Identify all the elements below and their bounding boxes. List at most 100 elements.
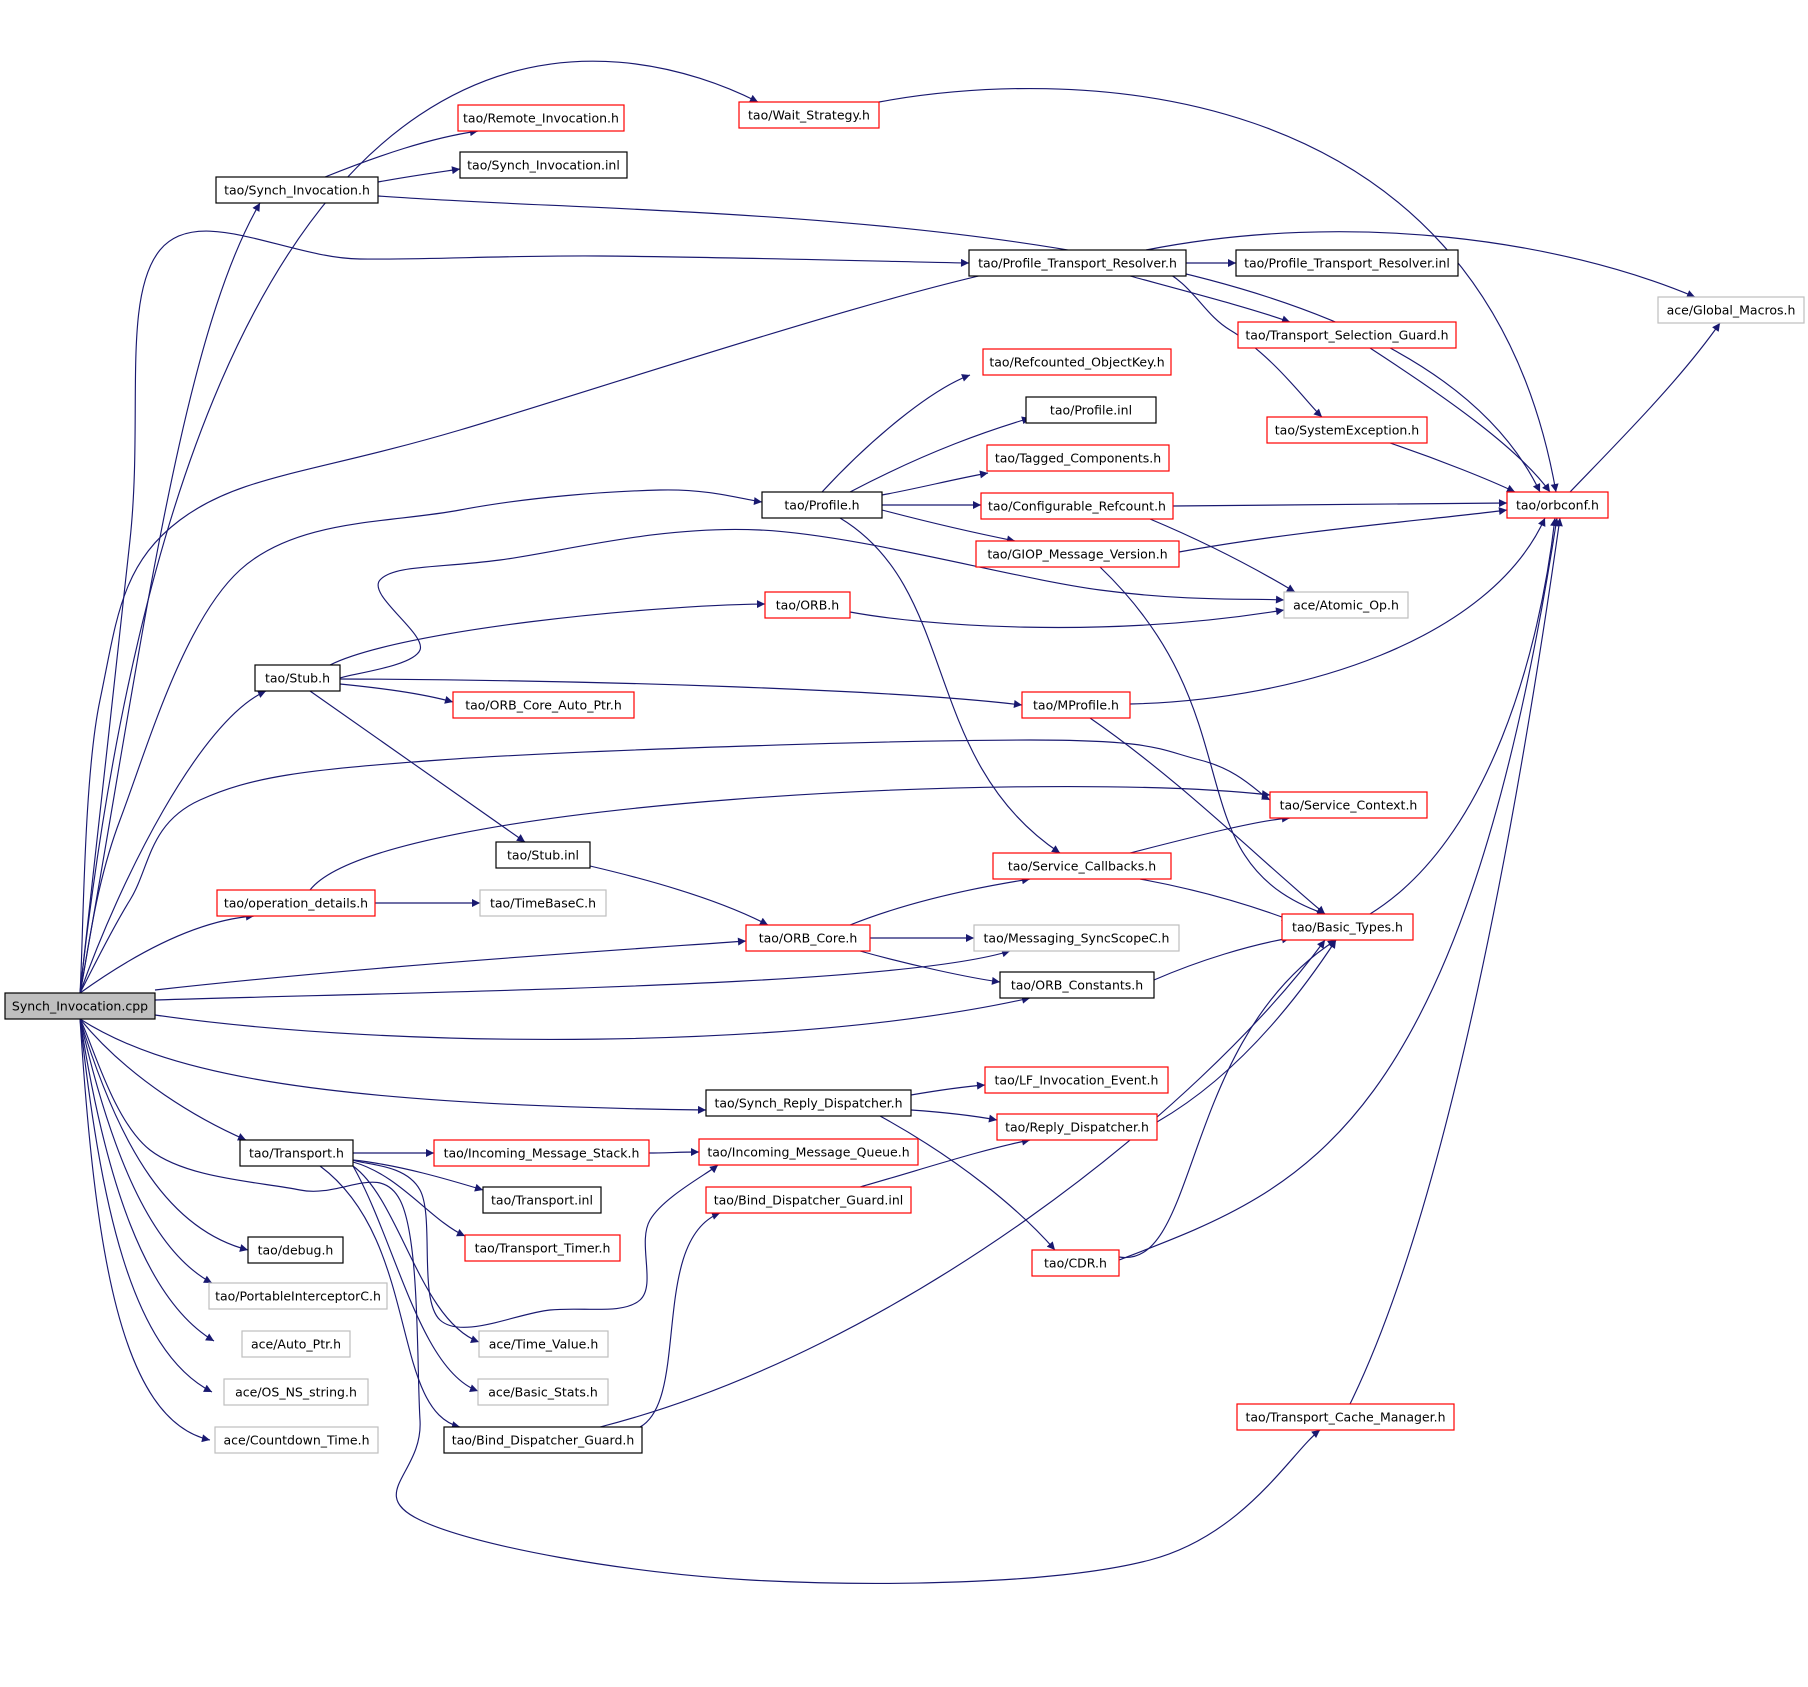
node-label: tao/Profile_Transport_Resolver.h [978,256,1177,271]
node-wait-strategy[interactable]: tao/Wait_Strategy.h [738,101,880,129]
edge-bdg_h-to-bdg_inl [639,1212,721,1428]
node-countdown[interactable]: ace/Countdown_Time.h [214,1426,379,1454]
node-op-details[interactable]: tao/operation_details.h [216,889,376,917]
edge-orb_h-to-atomic [849,607,1285,629]
edge-ims-to-imq [648,1148,700,1157]
node-box [1283,591,1409,619]
node-box [761,491,883,519]
edge-path [839,517,1061,854]
node-transport-inl[interactable]: tao/Transport.inl [482,1186,602,1214]
node-mprofile[interactable]: tao/MProfile.h [1021,691,1131,719]
edge-root-to-sysexc [79,256,1323,994]
edge-transport_h-to-bdg_h [319,1165,461,1429]
edge-root-to-stub_h [79,690,267,994]
node-stub-h[interactable]: tao/Stub.h [254,664,341,692]
edge-path [879,1115,1056,1251]
node-orb-h[interactable]: tao/ORB.h [764,591,851,619]
edge-bdg_h-to-basic_types [599,939,1326,1428]
node-orb-consts[interactable]: tao/ORB_Constants.h [999,971,1155,999]
edge-bdg_inl-to-reply_disp [859,1137,1031,1188]
node-basic-stats[interactable]: ace/Basic_Stats.h [477,1378,609,1406]
edge-mprofile-to-orbconf [1129,517,1546,705]
node-label: ace/Countdown_Time.h [223,1433,369,1448]
edge-srd-to-cdr [879,1115,1056,1251]
node-label: ace/Global_Macros.h [1667,303,1796,318]
node-box [214,1426,379,1454]
node-bdg-h[interactable]: tao/Bind_Dispatcher_Guard.h [443,1426,643,1454]
edge-profile_h-to-ref_objkey [821,374,971,493]
node-label: tao/Stub.h [265,671,330,686]
node-auto-ptr[interactable]: ace/Auto_Ptr.h [241,1330,351,1358]
node-ims[interactable]: tao/Incoming_Message_Stack.h [433,1139,650,1167]
node-label: tao/Configurable_Refcount.h [988,499,1166,514]
node-config-ref[interactable]: tao/Configurable_Refcount.h [980,492,1174,520]
node-time-value[interactable]: ace/Time_Value.h [478,1330,609,1358]
edge-path [352,1165,479,1393]
node-timebase[interactable]: tao/TimeBaseC.h [479,889,607,917]
node-basic-types[interactable]: tao/Basic_Types.h [1281,913,1414,941]
node-global-macros[interactable]: ace/Global_Macros.h [1657,296,1805,324]
node-box [4,992,156,1020]
node-imq[interactable]: tao/Incoming_Message_Queue.h [698,1138,919,1166]
edge-path [339,683,454,704]
node-layer: Synch_Invocation.cpptao/Wait_Strategy.ht… [4,101,1805,1454]
edge-path [1178,507,1508,553]
edge-root-to-orb_core [154,937,747,991]
node-sysexc[interactable]: tao/SystemException.h [1266,416,1428,444]
node-cdr[interactable]: tao/CDR.h [1031,1249,1120,1277]
node-label: tao/Synch_Invocation.inl [467,158,620,173]
node-orbconf[interactable]: tao/orbconf.h [1506,491,1609,519]
node-lf-event[interactable]: tao/LF_Invocation_Event.h [984,1066,1169,1094]
edge-orbconf-to-global_macros [1569,322,1721,493]
node-messaging[interactable]: tao/Messaging_SyncScopeC.h [973,924,1180,952]
node-label: tao/ORB_Core.h [759,931,858,946]
node-ptr-h[interactable]: tao/Profile_Transport_Resolver.h [968,249,1187,277]
edge-path [881,470,989,496]
edge-root-to-transport_h [79,1018,247,1141]
node-profile-h[interactable]: tao/Profile.h [761,491,883,519]
node-box [992,852,1172,880]
node-transport-h[interactable]: tao/Transport.h [239,1139,354,1167]
node-stub-inl[interactable]: tao/Stub.inl [495,841,591,869]
node-box [1021,691,1131,719]
node-box [1236,1403,1455,1431]
node-box [745,924,871,952]
edge-path [79,1018,211,1443]
node-reply-disp[interactable]: tao/Reply_Dispatcher.h [996,1113,1158,1141]
edge-root-to-wait_strategy [79,60,759,994]
edge-path [79,1018,249,1252]
node-label: tao/Basic_Types.h [1292,920,1403,935]
node-tsg[interactable]: tao/Transport_Selection_Guard.h [1237,321,1457,349]
edge-synch_inv_h-to-orbconf [377,195,1541,493]
node-os-ns-string[interactable]: ace/OS_NS_string.h [223,1378,369,1406]
node-label: tao/GIOP_Message_Version.h [987,547,1167,562]
node-orb-core[interactable]: tao/ORB_Core.h [745,924,871,952]
edge-sysexc-to-orbconf [1389,442,1516,493]
node-service-ctx[interactable]: tao/Service_Context.h [1269,791,1428,819]
node-service-cb[interactable]: tao/Service_Callbacks.h [992,852,1172,880]
node-bdg-inl[interactable]: tao/Bind_Dispatcher_Guard.inl [705,1186,912,1214]
node-orb-core-auto[interactable]: tao/ORB_Core_Auto_Ptr.h [452,691,635,719]
edge-root-to-orb_consts [154,995,1031,1040]
node-box [984,1066,1169,1094]
node-synch-inv-inl[interactable]: tao/Synch_Invocation.inl [459,151,628,179]
node-remote-inv[interactable]: tao/Remote_Invocation.h [457,104,625,132]
node-ref-objkey[interactable]: tao/Refcounted_ObjectKey.h [982,348,1172,376]
node-transport-timer[interactable]: tao/Transport_Timer.h [464,1234,621,1262]
edge-giop-to-orbconf [1178,507,1508,553]
edge-stub_h-to-stub_inl [309,690,526,843]
node-tagged[interactable]: tao/Tagged_Components.h [986,444,1170,472]
node-ptr-inl[interactable]: tao/Profile_Transport_Resolver.inl [1235,249,1459,277]
edge-path [849,607,1285,629]
node-profile-inl[interactable]: tao/Profile.inl [1025,396,1157,424]
node-atomic[interactable]: ace/Atomic_Op.h [1283,591,1409,619]
node-giop[interactable]: tao/GIOP_Message_Version.h [975,540,1180,568]
node-tcm[interactable]: tao/Transport_Cache_Manager.h [1236,1403,1455,1431]
edge-path [1369,517,1559,915]
node-debug[interactable]: tao/debug.h [247,1236,344,1264]
node-srd[interactable]: tao/Synch_Reply_Dispatcher.h [705,1089,912,1117]
node-pic[interactable]: tao/PortableInterceptorC.h [208,1282,388,1310]
edge-reply_disp-to-basic_types [1156,939,1337,1123]
node-synch-inv-h[interactable]: tao/Synch_Invocation.h [215,176,379,204]
edge-path [910,1081,986,1096]
